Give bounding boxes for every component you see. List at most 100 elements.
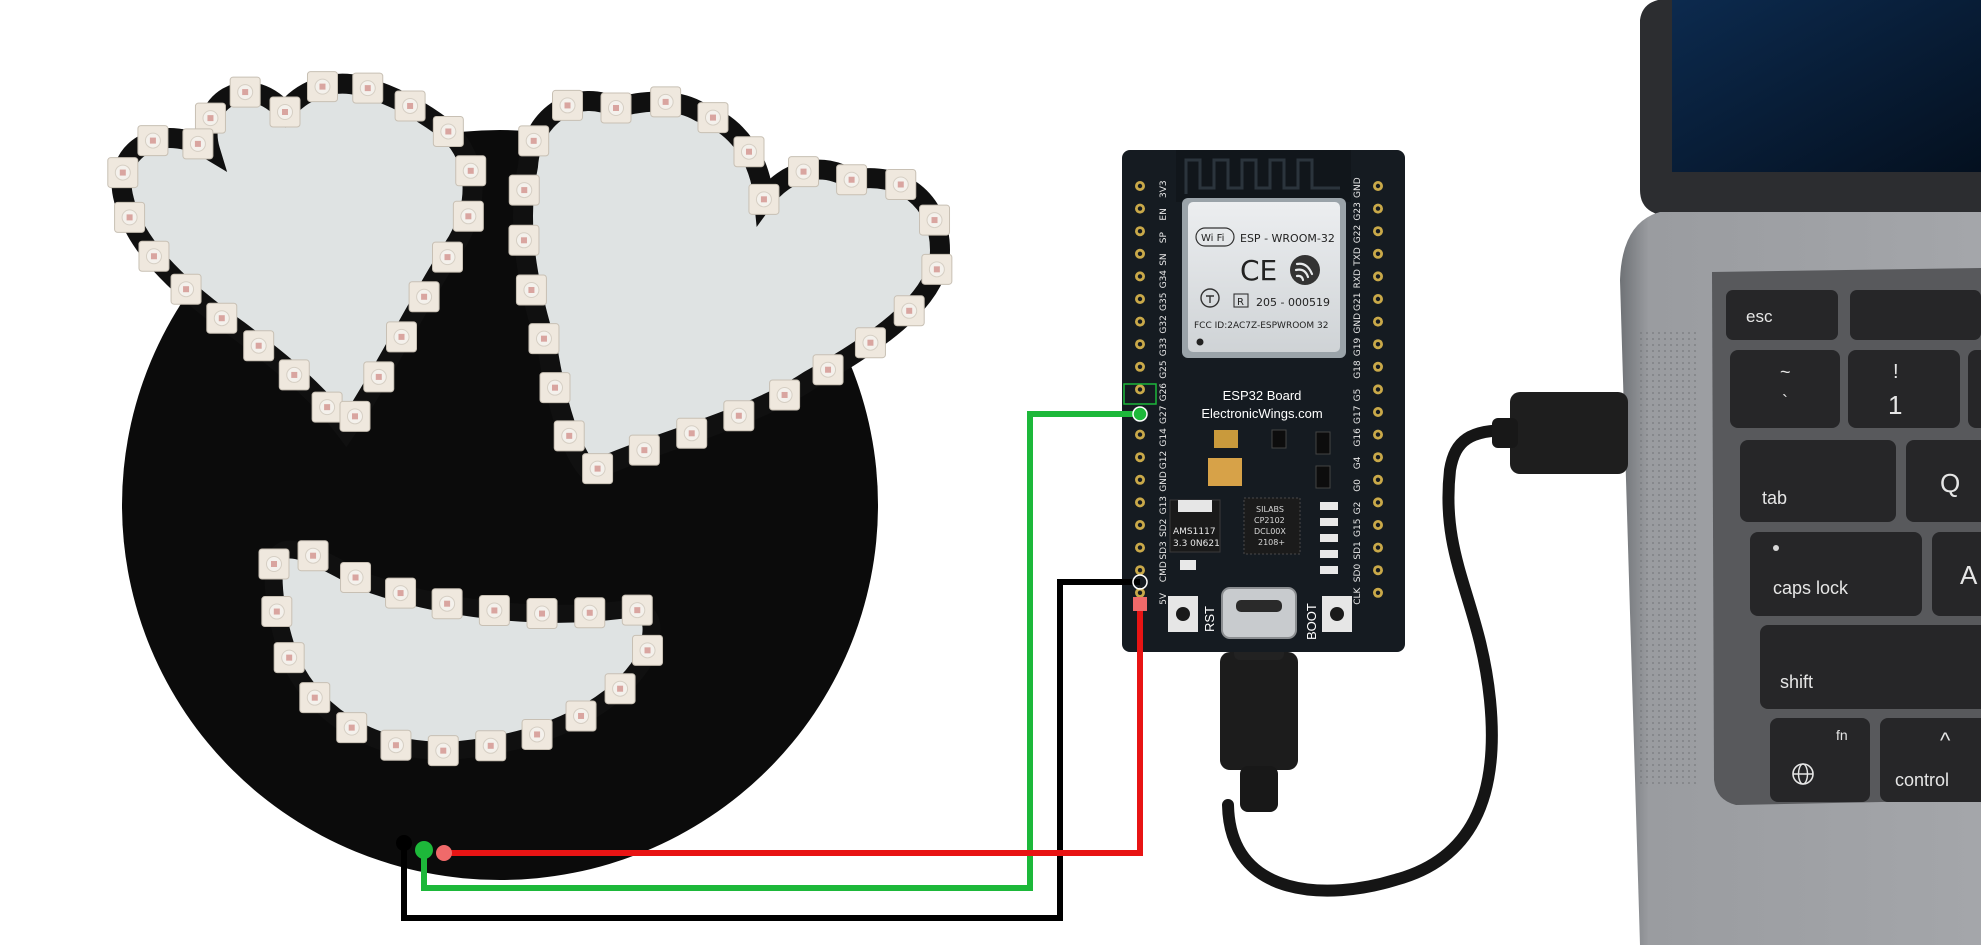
right-pin-label: RXD (1353, 269, 1363, 288)
key-esc[interactable]: esc (1726, 290, 1838, 340)
ws2812-led (273, 642, 305, 674)
ws2812-led (408, 281, 440, 313)
right-pin-label: TXD (1353, 247, 1363, 267)
transistor-3 (1315, 465, 1331, 489)
left-pin-label: SP (1159, 231, 1169, 243)
key-fn-label: fn (1836, 727, 1848, 743)
key-control-caret: ^ (1940, 728, 1951, 753)
right-pin-label: G5 (1353, 389, 1363, 402)
right-pin-label: G17 (1353, 406, 1363, 424)
ce-mark: CE (1240, 254, 1277, 287)
key-caps-label: caps lock (1773, 578, 1849, 598)
key-fn[interactable]: fn (1770, 718, 1870, 802)
ws2812-led (600, 92, 632, 124)
ws2812-led (769, 379, 801, 411)
svg-text:DCL00X: DCL00X (1254, 527, 1286, 536)
usb-cable-wire (1222, 424, 1516, 897)
key-1-top: ! (1893, 361, 1899, 383)
ws2812-led (261, 596, 293, 628)
ws2812-led (582, 453, 614, 485)
globe-icon (1792, 763, 1814, 785)
key-shift-label: shift (1780, 672, 1813, 692)
key-tilde-bottom: ` (1782, 392, 1788, 412)
ground-pin-highlight (1132, 574, 1148, 590)
key-control-label: control (1895, 770, 1949, 790)
right-pin-label: G15 (1353, 519, 1363, 537)
key-f1[interactable] (1850, 290, 1981, 340)
data-wire (421, 411, 1140, 891)
ws2812-led (194, 102, 226, 134)
ws2812-led (432, 241, 464, 273)
boot-button[interactable]: BOOT (1304, 596, 1352, 640)
boot-label: BOOT (1304, 603, 1319, 640)
ws2812-led (676, 417, 708, 449)
ws2812-led (297, 540, 329, 572)
smd-resistor-column (1320, 502, 1338, 574)
antenna-area (1176, 150, 1351, 202)
key-tilde[interactable]: ~ ` (1730, 350, 1840, 428)
key-caps-lock[interactable]: caps lock (1750, 532, 1922, 616)
key-shift[interactable]: shift (1760, 625, 1981, 709)
ws2812-led (432, 115, 464, 147)
ws2812-led (385, 577, 417, 609)
svg-text:CP2102: CP2102 (1254, 516, 1285, 525)
ws2812-led (394, 90, 426, 122)
ws2812-led (508, 174, 540, 206)
usb-c-plug-strain (1240, 766, 1278, 812)
ws2812-led (521, 718, 553, 750)
board-title: ESP32 Board (1223, 388, 1302, 403)
left-pin-label: G35 (1159, 293, 1169, 311)
key-a[interactable]: A (1932, 532, 1981, 616)
led-indicator (1180, 560, 1196, 570)
power-wire (446, 604, 1143, 856)
ws2812-led (431, 588, 463, 620)
ws2812-led (299, 682, 331, 714)
key-2[interactable] (1968, 350, 1981, 428)
key-1[interactable]: ! 1 (1848, 350, 1960, 428)
ws2812-led (723, 400, 755, 432)
ws2812-led (258, 548, 290, 580)
ws2812-led (455, 155, 487, 187)
ws2812-led (206, 302, 238, 334)
left-pin-label: EN (1159, 208, 1169, 220)
cp2102-chip: SILABS CP2102 DCL00X 2108+ (1243, 497, 1301, 555)
ws2812-led (170, 273, 202, 305)
ws2812-led (336, 712, 368, 744)
regulator-line1: AMS1117 (1173, 527, 1216, 537)
left-pin-label: SD2 (1159, 519, 1169, 537)
right-pin-label: SD0 (1353, 564, 1363, 583)
right-pin-label: GND (1353, 177, 1363, 198)
left-pin-label: G27 (1159, 406, 1169, 424)
left-pin-label: G26 (1159, 383, 1169, 402)
module-name: ESP - WROOM-32 (1240, 232, 1335, 245)
key-control[interactable]: ^ control (1880, 718, 1981, 802)
key-q[interactable]: Q (1906, 440, 1981, 522)
right-pin-label: G16 (1353, 428, 1363, 447)
right-pin-label: G22 (1353, 225, 1363, 243)
left-pin-label: G34 (1159, 270, 1169, 289)
right-pin-label: G23 (1353, 202, 1363, 220)
data-wire-endpoint (415, 841, 433, 859)
ws2812-led (518, 125, 550, 157)
left-pin-label: G32 (1159, 315, 1169, 333)
ws2812-led (339, 400, 371, 432)
key-1-bottom: 1 (1888, 390, 1902, 420)
ws2812-led (788, 156, 820, 188)
transistor-1 (1271, 429, 1287, 449)
right-pin-label: G0 (1353, 479, 1363, 492)
key-q-label: Q (1940, 468, 1960, 498)
ws2812-led (921, 253, 953, 285)
right-pin-label: CLK (1353, 587, 1363, 605)
ws2812-led (508, 224, 540, 256)
left-pin-label: G33 (1159, 338, 1169, 356)
usb-a-plug-body (1510, 392, 1628, 474)
rst-button[interactable]: RST (1168, 596, 1217, 632)
regulator-line2: 3.3 0N621 (1173, 539, 1220, 549)
left-pin-label: SN (1159, 253, 1169, 265)
ws2812-led (893, 295, 925, 327)
led-smiley-face (107, 71, 953, 880)
right-pin-header: GNDG23G22TXDRXDG21GNDG19G18G5G17G16G4G0G… (1353, 177, 1383, 605)
key-tab[interactable]: tab (1740, 440, 1896, 522)
ground-wire (401, 579, 1140, 921)
